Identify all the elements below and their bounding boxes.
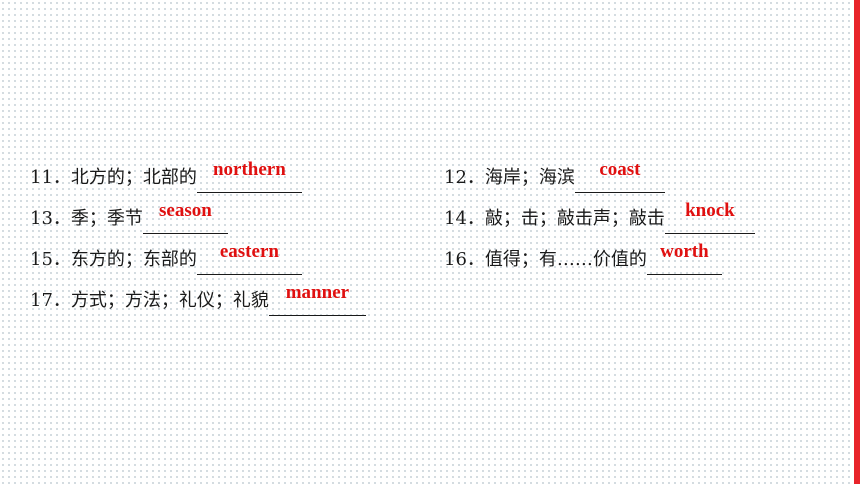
answer-text: northern [212, 159, 286, 180]
answer-text: eastern [219, 241, 279, 262]
answer-text: worth [660, 241, 709, 262]
exercise-item-14: 14．敲；击；敲击声；敲击 knock [444, 200, 755, 234]
item-number: 11． [30, 167, 71, 188]
answer-blank[interactable]: worth [646, 241, 722, 275]
exercise-item-17: 17．方式；方法；礼仪；礼貌 manner [30, 282, 366, 316]
accent-bar [854, 0, 860, 484]
item-number: 16． [444, 249, 485, 270]
answer-blank[interactable]: manner [268, 282, 366, 316]
item-number: 13． [30, 208, 71, 229]
answer-blank[interactable]: northern [196, 159, 302, 193]
item-number: 14． [444, 208, 485, 229]
answer-blank[interactable]: knock [664, 200, 755, 234]
item-prompt: 海岸；海滨 [484, 167, 575, 188]
exercise-item-16: 16．值得；有……价值的 worth [444, 241, 722, 275]
item-prompt: 北方的；北部的 [70, 167, 197, 188]
answer-text: coast [599, 159, 641, 180]
answer-text: season [159, 200, 212, 221]
answer-text: knock [685, 200, 735, 221]
item-number: 12． [444, 167, 485, 188]
exercise-item-13: 13．季；季节 season [30, 200, 228, 234]
exercise-item-11: 11．北方的；北部的 northern [30, 159, 302, 193]
item-prompt: 季；季节 [70, 208, 143, 229]
item-prompt: 值得；有……价值的 [484, 249, 647, 270]
answer-blank[interactable]: coast [574, 159, 665, 193]
item-number: 17． [30, 290, 71, 311]
answer-text: manner [285, 282, 350, 303]
item-prompt: 方式；方法；礼仪；礼貌 [70, 290, 269, 311]
exercise-item-15: 15．东方的；东部的 eastern [30, 241, 302, 275]
exercise-item-12: 12．海岸；海滨 coast [444, 159, 665, 193]
answer-blank[interactable]: season [142, 200, 228, 234]
answer-blank[interactable]: eastern [196, 241, 302, 275]
item-number: 15． [30, 249, 71, 270]
item-prompt: 东方的；东部的 [70, 249, 197, 270]
item-prompt: 敲；击；敲击声；敲击 [484, 208, 665, 229]
